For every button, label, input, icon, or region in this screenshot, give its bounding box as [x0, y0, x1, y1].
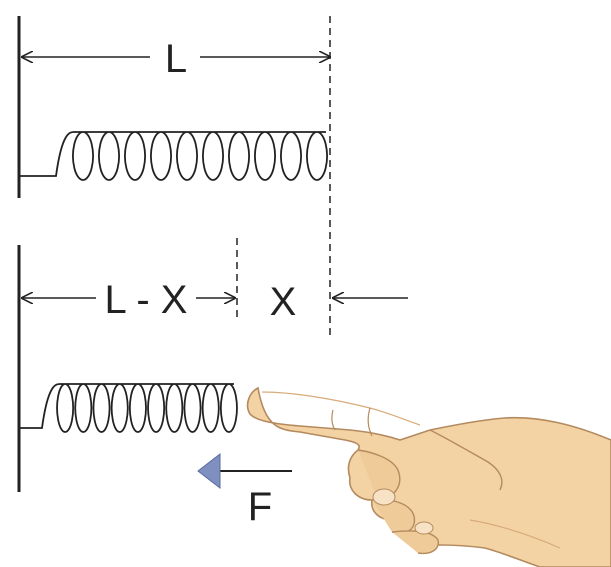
hand-illustration — [246, 386, 611, 567]
force-arrow — [197, 452, 292, 490]
finger-crease — [331, 409, 336, 431]
fingernail — [372, 488, 396, 506]
compressed-spring — [19, 383, 238, 433]
relaxed-spring — [19, 131, 328, 181]
curled-finger — [391, 530, 439, 555]
index-finger — [246, 386, 611, 567]
displacement-label: X — [270, 280, 297, 324]
compressed-length-label: L - X — [105, 278, 188, 322]
length-label: L — [165, 37, 187, 81]
fingernail — [414, 521, 434, 535]
thumb — [429, 429, 503, 491]
finger-crease — [367, 407, 373, 437]
force-label: F — [248, 485, 272, 529]
